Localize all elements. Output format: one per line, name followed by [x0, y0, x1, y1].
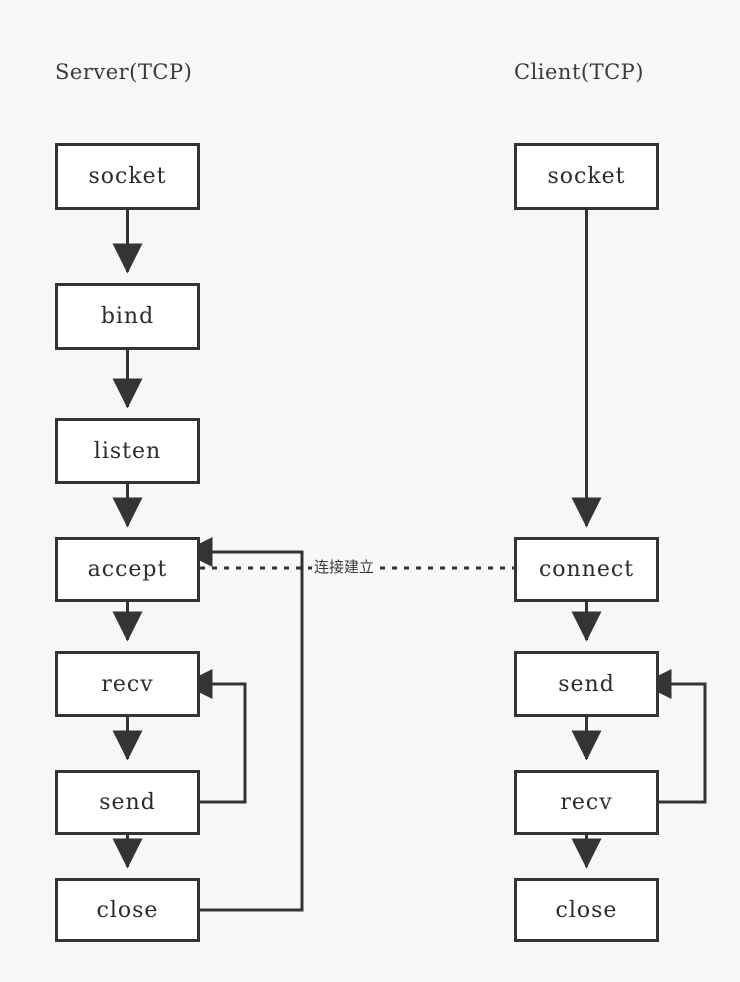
- server-close-accept-loop: [182, 537, 304, 912]
- column-title-client: Client(TCP): [514, 60, 644, 84]
- node-server-socket[interactable]: socket: [55, 143, 200, 210]
- node-client-send[interactable]: send: [514, 651, 659, 717]
- node-server-close[interactable]: close: [55, 878, 200, 942]
- node-client-socket[interactable]: socket: [514, 143, 659, 210]
- server-send-recv-loop: [182, 669, 247, 804]
- node-server-recv[interactable]: recv: [55, 651, 200, 717]
- node-server-send[interactable]: send: [55, 770, 200, 835]
- loop-server-close-to-accept: [182, 537, 304, 912]
- loop-client-recv-to-send: [641, 669, 707, 804]
- loop-server-send-to-recv: [182, 669, 247, 804]
- column-title-server: Server(TCP): [55, 60, 193, 84]
- node-client-recv[interactable]: recv: [514, 770, 659, 835]
- edge-label-connection-established: 连接建立: [312, 558, 377, 576]
- node-server-accept[interactable]: accept: [55, 537, 200, 602]
- client-recv-send-loop: [641, 669, 707, 804]
- node-server-bind[interactable]: bind: [55, 283, 200, 350]
- node-client-close[interactable]: close: [514, 878, 659, 942]
- node-server-listen[interactable]: listen: [55, 418, 200, 484]
- node-client-connect[interactable]: connect: [514, 537, 659, 602]
